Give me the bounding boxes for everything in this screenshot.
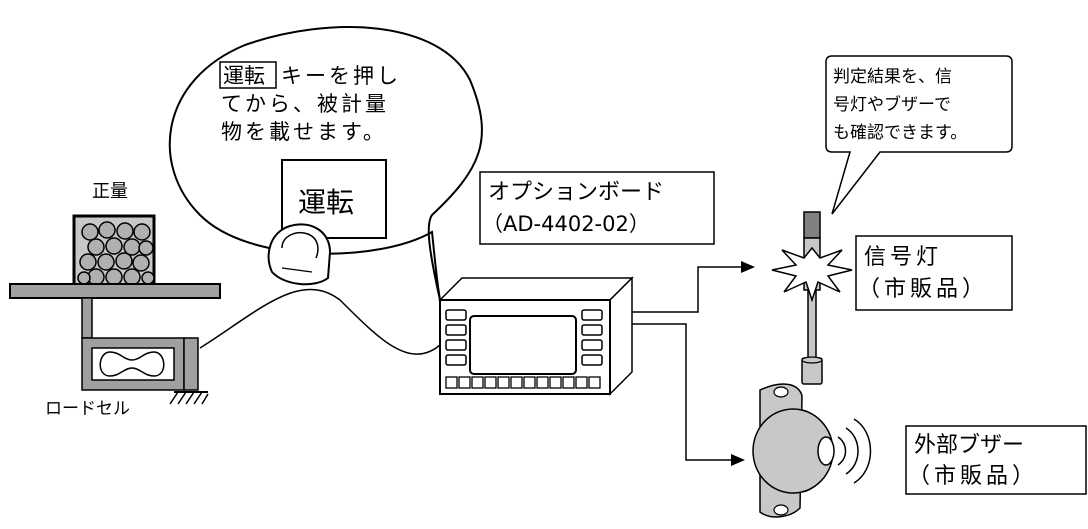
signal-light-cable (632, 266, 745, 313)
sound-wave-2 (845, 427, 859, 475)
indicator-device (438, 276, 634, 396)
device-top (438, 277, 634, 301)
signal-light-name: 信号灯 (864, 245, 942, 270)
buzzer-hole (817, 436, 835, 466)
callout-line2: 号灯やブザーで (833, 94, 951, 115)
loadcell-cable (199, 288, 441, 355)
scale-assembly: 正量 ロードセル (9, 181, 221, 419)
signal-light-flash (771, 246, 853, 303)
ground-hatch (169, 391, 209, 405)
buzzer-arrowhead (731, 454, 745, 466)
callout-bubble: 判定結果を、信 号灯やブザーで も確認できます。 (825, 55, 1013, 215)
device-display (469, 315, 577, 375)
option-board-title: オプションボード (488, 180, 664, 205)
loadcell-label: ロードセル (45, 399, 130, 419)
signal-light-arrowhead (741, 261, 755, 273)
option-board-label: オプションボード （AD-4402-02） (479, 171, 715, 245)
buzzer-label-box (905, 425, 1087, 495)
signal-light-icon (771, 211, 853, 385)
run-key-box (219, 61, 277, 89)
weight-balls (77, 221, 155, 286)
speech-bubble: 運転 キーを押し てから、被計量 物を載せます。 運転 (168, 26, 483, 301)
sound-wave-3 (853, 418, 872, 484)
callout-outline (825, 55, 1013, 215)
bubble-line3: 物を載せます。 (221, 120, 387, 144)
run-key-label: 運転 (223, 64, 265, 88)
loadcell-hole (99, 351, 165, 377)
callout-line1: 判定結果を、信 (833, 67, 952, 87)
buzzer-name: 外部ブザー (914, 433, 1024, 458)
platform-post (81, 297, 93, 339)
finger-icon (267, 223, 332, 286)
option-board-box (479, 171, 715, 245)
loadcell-mount (183, 337, 199, 391)
weight-label: 正量 (92, 181, 128, 202)
signal-light-label-box (855, 235, 1013, 311)
signal-light-note: （市販品） (858, 277, 988, 302)
device-bottom-keys (445, 376, 601, 389)
callout-line3: も確認できます。 (833, 123, 967, 143)
option-board-model: （AD-4402-02） (482, 212, 650, 236)
buzzer-icon (752, 383, 872, 518)
device-right-keys (581, 309, 603, 366)
buzzer-cable (632, 323, 735, 461)
run-button-label: 運転 (298, 186, 354, 219)
sound-wave-1 (837, 436, 847, 466)
buzzer-note: （市販品） (908, 464, 1038, 489)
bubble-line1: キーを押し (281, 64, 401, 88)
device-left-keys (445, 309, 467, 366)
bubble-line2: てから、被計量 (221, 92, 389, 116)
signal-light-top (803, 211, 821, 239)
scale-platform (9, 283, 221, 299)
